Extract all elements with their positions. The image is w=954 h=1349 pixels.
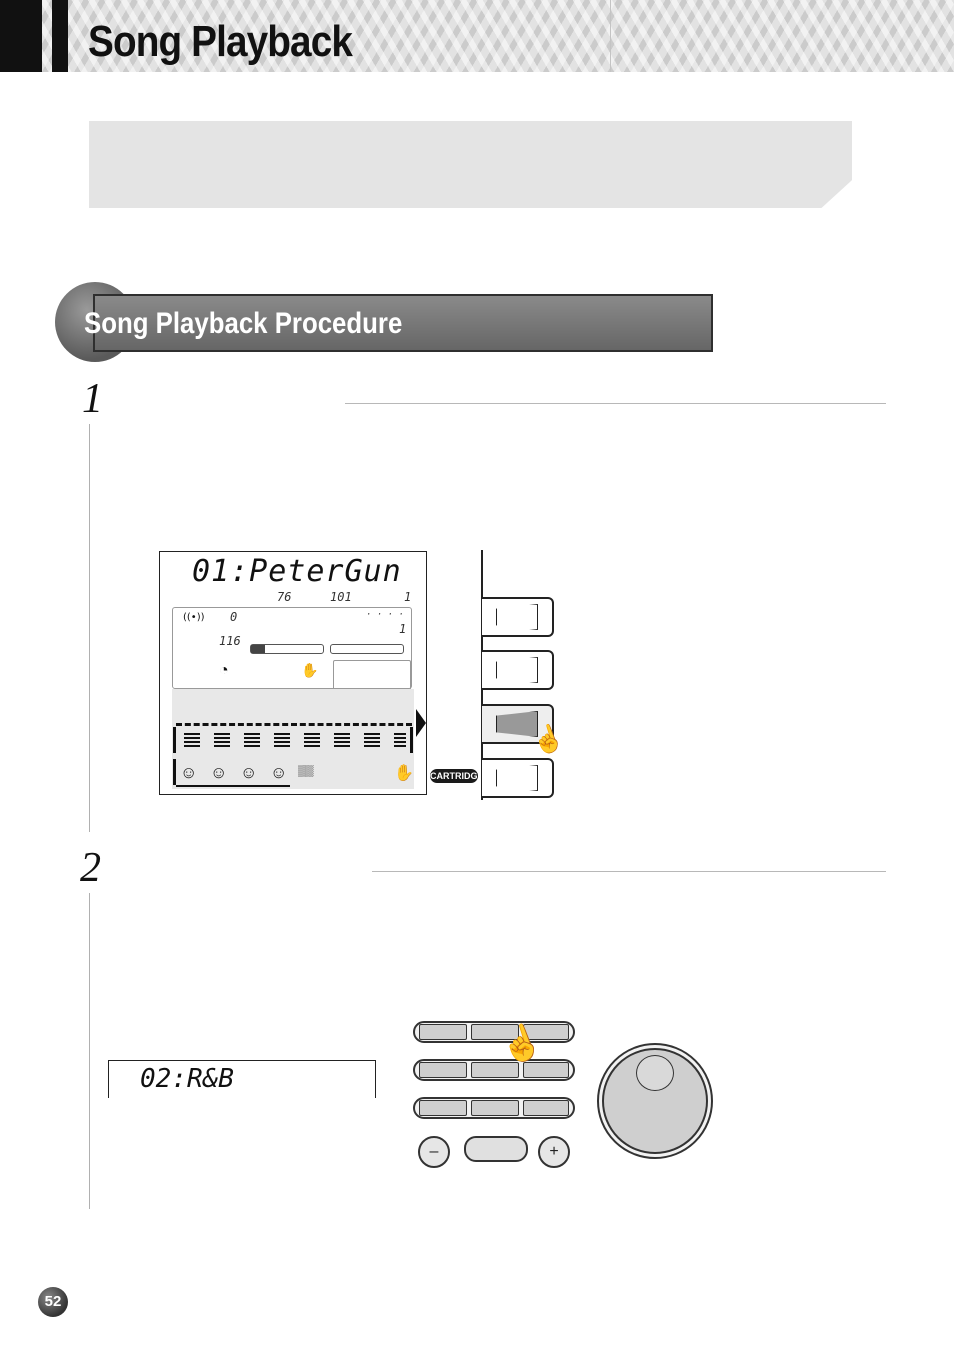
center-button[interactable] bbox=[464, 1136, 528, 1162]
track-meters bbox=[184, 733, 406, 749]
minus-button[interactable]: – bbox=[418, 1136, 450, 1168]
number-button[interactable] bbox=[471, 1100, 519, 1116]
lcd-pointer-icon bbox=[416, 709, 426, 737]
vocalist-icon: ☺ bbox=[210, 763, 228, 782]
song-button[interactable] bbox=[482, 704, 554, 744]
lcd-track-area: ☺ ☺ ☺ ☺ ▒▒ ✋ bbox=[172, 689, 414, 789]
signal-icon: ((•)) bbox=[183, 612, 205, 623]
lcd-frame bbox=[108, 1060, 109, 1098]
step-rule bbox=[345, 403, 886, 404]
step-rule bbox=[372, 871, 886, 872]
lcd-song-name: 02:R&B bbox=[140, 1064, 234, 1094]
cartridge-button[interactable] bbox=[482, 758, 554, 798]
lcd-song-name: 01:PeterGun bbox=[192, 554, 402, 589]
guitarist-icon: ☺ bbox=[240, 763, 258, 782]
lcd-readout: 0 bbox=[230, 610, 238, 624]
header-divider bbox=[610, 0, 611, 72]
track-bracket bbox=[173, 727, 176, 753]
page-title: Song Playback bbox=[88, 17, 353, 66]
lcd-readout: 101 bbox=[330, 590, 352, 604]
data-dial-knob[interactable] bbox=[636, 1055, 674, 1091]
plus-button[interactable]: + bbox=[538, 1136, 570, 1168]
lcd-readout: 76 bbox=[277, 590, 292, 604]
section-banner-bar bbox=[93, 294, 713, 352]
number-button[interactable] bbox=[419, 1062, 467, 1078]
step-number: 1 bbox=[82, 376, 103, 422]
hand-icon: ✋ bbox=[301, 662, 319, 678]
lcd-level-bar bbox=[250, 644, 324, 654]
page-number: 52 bbox=[38, 1287, 68, 1317]
disk-icon: ◔ bbox=[219, 662, 229, 679]
step-margin-line bbox=[89, 893, 90, 1209]
header-accent-bar bbox=[0, 0, 42, 72]
lcd-box bbox=[333, 660, 411, 690]
lcd-readout: 116 bbox=[219, 634, 241, 648]
lcd-readout: 1 bbox=[404, 590, 412, 604]
number-button[interactable] bbox=[419, 1024, 467, 1040]
track-dashes bbox=[176, 723, 412, 730]
panel-button[interactable] bbox=[482, 650, 554, 690]
number-button[interactable] bbox=[471, 1024, 519, 1040]
track-underline bbox=[176, 785, 290, 787]
hand-icon: ✋ bbox=[394, 765, 414, 782]
intro-box bbox=[89, 121, 852, 208]
number-button[interactable] bbox=[523, 1100, 569, 1116]
lcd-readout: 1 bbox=[399, 622, 407, 636]
number-button[interactable] bbox=[523, 1062, 569, 1078]
panel-button[interactable] bbox=[482, 597, 554, 637]
bass-player-icon: ☺ bbox=[180, 763, 198, 782]
step-number: 2 bbox=[80, 845, 101, 891]
lcd-display: 01:PeterGun 76 101 1 ((•)) 0 · · · · 1 1… bbox=[159, 551, 427, 795]
header-accent-bar bbox=[52, 0, 68, 72]
lcd-frame bbox=[375, 1060, 376, 1098]
track-bracket bbox=[173, 759, 176, 785]
number-button[interactable] bbox=[523, 1024, 569, 1040]
number-button[interactable] bbox=[471, 1062, 519, 1078]
lcd-status-panel: ((•)) 0 · · · · 1 116 ◔ ✋ bbox=[172, 607, 412, 690]
cartridge-label: CARTRIDGE bbox=[430, 769, 484, 783]
section-banner: Song Playback Procedure bbox=[55, 282, 715, 362]
lcd-beat-dots: · · · · bbox=[366, 610, 404, 620]
track-bracket bbox=[410, 727, 413, 753]
number-button[interactable] bbox=[419, 1100, 467, 1116]
section-title: Song Playback Procedure bbox=[84, 307, 403, 340]
page-header bbox=[0, 0, 954, 72]
lcd-display-step2 bbox=[108, 1060, 376, 1099]
step-margin-line bbox=[89, 424, 90, 832]
drummer-icon: ☺ bbox=[270, 763, 288, 782]
keyboard-icon: ▒▒ bbox=[298, 765, 314, 777]
lcd-level-bar bbox=[330, 644, 404, 654]
